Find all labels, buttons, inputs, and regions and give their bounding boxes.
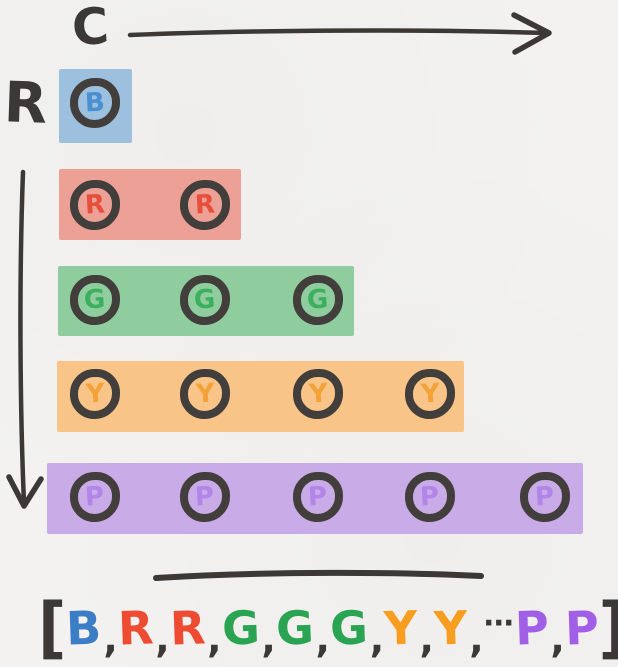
flattened-array: [B,R,R,G,G,G,Y,Y,⋯P,P] xyxy=(38,588,618,667)
grid-cell-G-3: G xyxy=(293,275,343,325)
row-axis-arrow-head xyxy=(6,474,44,509)
grid-cell-P-1: P xyxy=(70,472,120,522)
sequence-token-9: ⋯ xyxy=(484,609,515,643)
grid-cell-B-1: B xyxy=(70,78,120,128)
sequence-letter-Y: Y xyxy=(432,600,469,656)
grid-cell-Y-3: Y xyxy=(293,369,343,419)
open-bracket: [ xyxy=(38,588,67,667)
sequence-token-7: Y, xyxy=(383,600,434,658)
sequence-letter-B: B xyxy=(65,600,103,656)
cell-letter: R xyxy=(194,189,216,221)
grid-cell-Y-4: Y xyxy=(405,369,455,419)
column-axis-arrow-head xyxy=(511,12,552,55)
sequence-token-11: P xyxy=(563,600,600,656)
cell-letter: R xyxy=(84,189,106,221)
sequence-letter-P: P xyxy=(513,600,550,656)
sequence-letter-P: P xyxy=(563,600,600,656)
cell-letter: B xyxy=(84,87,106,119)
cell-letter: Y xyxy=(307,378,329,410)
column-axis-arrow-line xyxy=(127,28,549,38)
sequence-token-1: B, xyxy=(65,600,117,658)
row-axis-arrow-line xyxy=(18,169,27,506)
sequence-token-10: P, xyxy=(513,600,565,658)
sequence-letter-G: G xyxy=(329,600,369,656)
grid-cell-G-2: G xyxy=(180,275,230,325)
row-band-Y xyxy=(57,361,464,432)
cell-letter: G xyxy=(193,284,217,316)
grid-cell-R-1: R xyxy=(70,180,120,230)
comma: , xyxy=(155,617,170,661)
grid-cell-Y-1: Y xyxy=(70,369,120,419)
comma: , xyxy=(315,617,330,661)
row-axis-label: R xyxy=(2,70,49,137)
grid-cell-P-4: P xyxy=(405,472,455,522)
grid-cell-P-3: P xyxy=(293,472,343,522)
cell-letter: P xyxy=(194,481,216,513)
cell-letter: P xyxy=(84,481,106,513)
cell-letter: G xyxy=(306,284,330,316)
sequence-letter-Y: Y xyxy=(383,600,419,656)
sequence-token-2: R, xyxy=(116,600,170,658)
comma: , xyxy=(419,617,434,661)
cell-letter: P xyxy=(534,481,556,513)
cell-letter: Y xyxy=(84,378,106,410)
cell-letter: P xyxy=(419,481,441,513)
grid-cell-G-1: G xyxy=(70,275,120,325)
grid-cell-R-2: R xyxy=(180,180,230,230)
grid-cell-Y-2: Y xyxy=(180,369,230,419)
comma: , xyxy=(369,617,385,661)
sequence-token-8: Y, xyxy=(432,600,484,658)
comma: , xyxy=(261,617,276,661)
sequence-letter-R: R xyxy=(116,600,155,656)
sequence-token-5: G, xyxy=(274,600,330,658)
cell-letter: G xyxy=(83,284,107,316)
sequence-letter-R: R xyxy=(168,600,207,656)
grid-cell-P-5: P xyxy=(520,472,570,522)
sequence-token-4: G, xyxy=(220,600,276,658)
comma: , xyxy=(550,617,565,661)
sequence-letter-G: G xyxy=(220,600,261,656)
comma: , xyxy=(469,617,484,661)
flatten-overline xyxy=(153,569,484,581)
close-bracket: ] xyxy=(599,594,618,662)
comma: , xyxy=(207,617,222,661)
grid-cell-P-2: P xyxy=(180,472,230,522)
column-axis-label: C xyxy=(70,0,111,58)
cell-letter: Y xyxy=(419,378,441,410)
sequence-token-3: R, xyxy=(168,600,222,658)
comma: , xyxy=(103,617,118,661)
ellipsis: ⋯ xyxy=(483,606,515,641)
cell-letter: P xyxy=(307,481,329,513)
sequence-token-6: G, xyxy=(329,600,384,658)
sequence-letter-G: G xyxy=(274,600,315,656)
cell-letter: Y xyxy=(194,378,216,410)
